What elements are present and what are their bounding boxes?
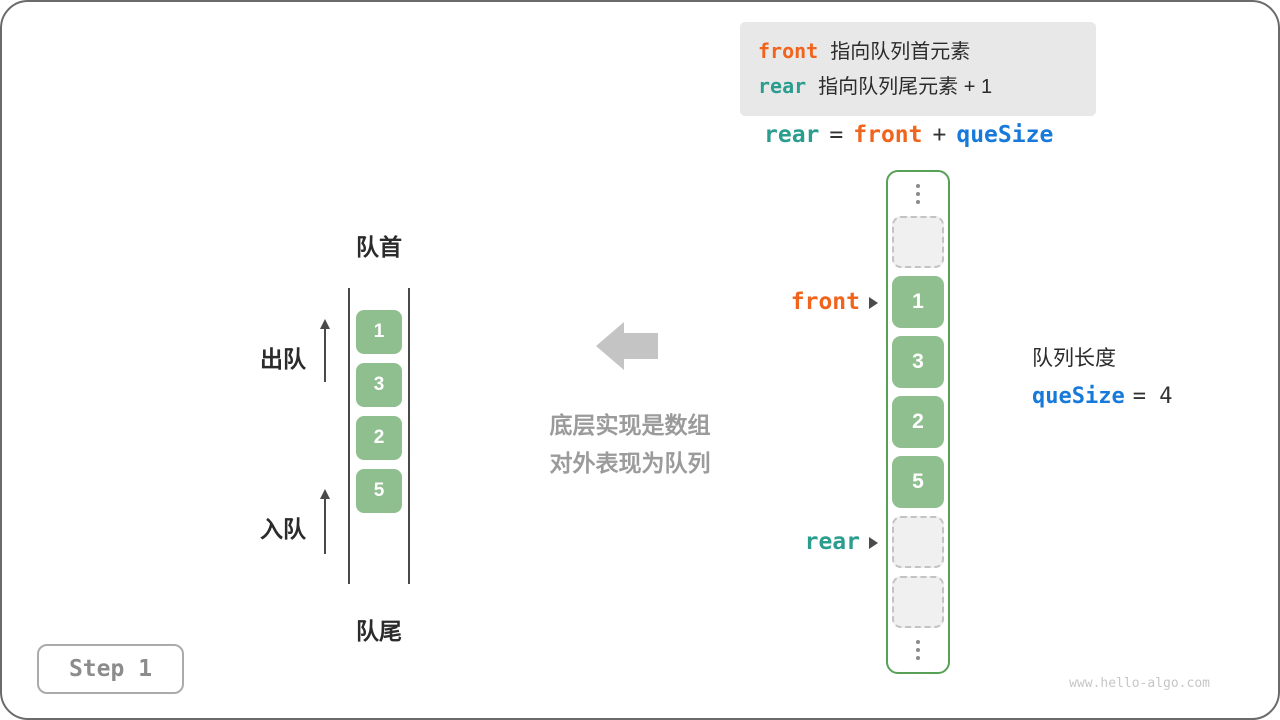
array-cell: 5 [892,456,944,508]
array-cell-empty [892,216,944,268]
formula-rear: rear [764,122,820,148]
queue-cell: 2 [356,416,402,460]
queue-cell: 5 [356,469,402,513]
ellipsis-bottom-icon [892,636,944,664]
rear-pointer: rear [692,526,878,558]
formula-plus: + [932,122,947,148]
legend-front-text: 指向队列首元素 [830,41,971,63]
queue-length-label: 队列长度 [1032,347,1116,370]
rear-pointer-label: rear [804,529,860,555]
rear-keyword: rear [758,74,807,98]
legend-line-rear: rear 指向队列尾元素 + 1 [758,69,1078,104]
formula-quesize: queSize [956,122,1054,148]
front-pointer-label: front [790,289,860,315]
queue-head-label: 队首 [356,234,402,260]
queue-length-info: 队列长度 queSize = 4 [1032,342,1172,409]
quesize-value: queSize = 4 [1032,384,1172,409]
formula: rear = front + queSize [764,122,1063,148]
array-cell-front: 1 [892,276,944,328]
caption-line-1: 底层实现是数组 [549,412,711,438]
legend-rear-text: 指向队列尾元素 + 1 [818,76,993,98]
array-cell: 2 [892,396,944,448]
array-cell-empty [892,576,944,628]
front-keyword: front [758,39,819,63]
quesize-keyword: queSize [1032,384,1125,409]
formula-front: front [853,122,923,148]
caption-line-2: 对外表现为队列 [549,450,711,476]
queue-wall-right [408,288,410,584]
legend-line-front: front 指向队列首元素 [758,34,1078,69]
array-cell: 3 [892,336,944,388]
left-block-arrow-icon [596,322,660,370]
dequeue-label: 出队 [260,346,306,372]
queue-cell: 1 [356,310,402,354]
arrow-right-icon [869,297,878,309]
legend-box: front 指向队列首元素 rear 指向队列尾元素 + 1 [740,22,1096,116]
caption-text: 底层实现是数组 对外表现为队列 [480,406,780,482]
ellipsis-top-icon [892,180,944,208]
front-pointer: front [692,286,878,318]
enqueue-label: 入队 [260,516,306,542]
array-container: 1 3 2 5 [886,170,950,674]
step-badge: Step 1 [37,644,184,694]
dequeue-up-arrow-icon [320,319,330,382]
enqueue-up-arrow-icon [320,489,330,554]
queue-cell: 3 [356,363,402,407]
array-cell-rear [892,516,944,568]
queue-wall-left [348,288,350,584]
formula-equals: = [829,122,844,148]
queue-tail-label: 队尾 [356,618,402,644]
watermark: www.hello-algo.com [1069,676,1210,691]
arrow-right-icon [869,537,878,549]
quesize-number: = 4 [1132,384,1173,409]
